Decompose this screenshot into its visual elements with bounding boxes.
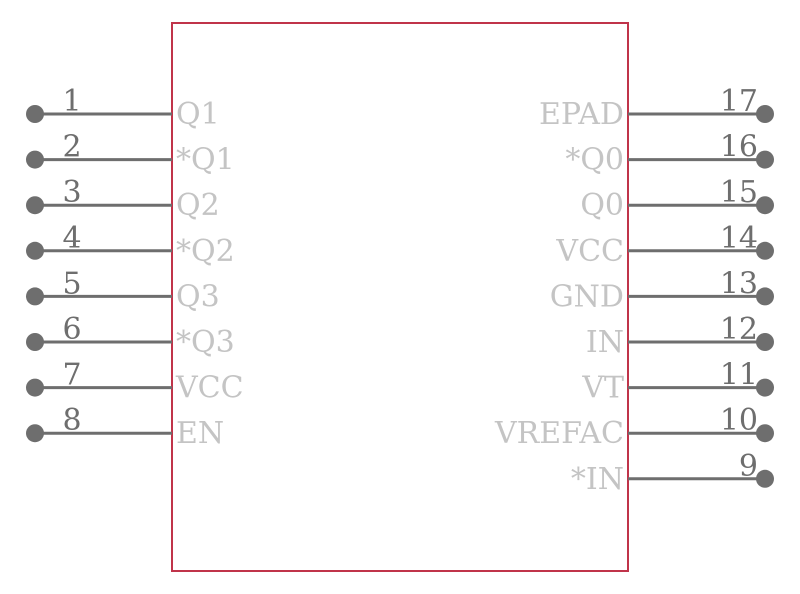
pin-14: 14 VCC: [555, 221, 774, 269]
pin-name-label: GND: [550, 279, 624, 314]
pin-number: 12: [720, 312, 758, 347]
pin-name-label: Q0: [580, 188, 624, 223]
pin-number: 11: [720, 358, 758, 393]
pin-number: 8: [62, 403, 81, 438]
pin-endpoint-dot: [26, 333, 44, 351]
pin-number: 6: [62, 312, 81, 347]
pin-name-label: *IN: [571, 462, 624, 497]
pin-5: 5 Q3: [26, 266, 220, 314]
pin-name-label: *Q2: [176, 234, 235, 269]
pin-number: 7: [62, 358, 81, 393]
pin-4: 4 *Q2: [26, 221, 235, 269]
pin-name-label: *Q1: [176, 143, 235, 178]
pin-name-label: VCC: [175, 371, 244, 406]
left-pin-group: 1 Q1 2 *Q1 3 Q2 4 *Q2 5 Q3 6 *Q3 7 VCC 8 EN: [26, 84, 244, 451]
pin-1: 1 Q1: [26, 84, 220, 132]
pin-number: 15: [720, 175, 758, 210]
pin-3: 3 Q2: [26, 175, 220, 223]
pin-endpoint-dot: [26, 196, 44, 215]
pin-name-label: VREFAC: [494, 416, 624, 451]
pin-name-label: VT: [581, 371, 624, 406]
pin-endpoint-dot: [756, 287, 774, 306]
pin-number: 10: [720, 403, 758, 438]
pin-6: 6 *Q3: [26, 312, 235, 360]
pin-16: 16 *Q0: [565, 130, 774, 178]
pin-number: 9: [739, 449, 758, 484]
pin-endpoint-dot: [756, 424, 774, 443]
pin-number: 14: [720, 221, 758, 256]
pin-endpoint-dot: [26, 150, 44, 169]
pin-endpoint-dot: [26, 241, 44, 260]
pin-endpoint-dot: [26, 378, 44, 397]
pin-endpoint-dot: [26, 287, 44, 306]
pin-endpoint-dot: [756, 105, 774, 123]
pin-number: 13: [720, 266, 758, 301]
pin-11: 11 VT: [581, 358, 774, 406]
pin-8: 8 EN: [26, 403, 224, 451]
pin-name-label: *Q0: [565, 143, 624, 178]
pin-endpoint-dot: [756, 469, 774, 488]
pin-name-label: EPAD: [539, 97, 624, 132]
pin-number: 5: [62, 266, 81, 301]
pin-name-label: Q2: [176, 188, 220, 223]
pin-endpoint-dot: [756, 150, 774, 169]
pin-10: 10 VREFAC: [494, 403, 774, 451]
pin-endpoint-dot: [26, 424, 44, 443]
pin-15: 15 Q0: [580, 175, 774, 223]
pin-13: 13 GND: [550, 266, 774, 314]
pin-12: 12 IN: [586, 312, 774, 360]
pin-name-label: *Q3: [176, 325, 235, 360]
pin-endpoint-dot: [26, 105, 44, 123]
pin-9: 9 *IN: [571, 449, 774, 497]
pin-2: 2 *Q1: [26, 130, 235, 178]
pin-endpoint-dot: [756, 378, 774, 397]
pin-endpoint-dot: [756, 333, 774, 351]
pin-name-label: IN: [586, 325, 624, 360]
right-pin-group: 17 EPAD 16 *Q0 15 Q0 14 VCC 13 GND 12 IN 11 VT 10 VREFA…: [494, 84, 774, 497]
pin-17: 17 EPAD: [539, 84, 774, 132]
pin-name-label: VCC: [555, 234, 624, 269]
pin-name-label: EN: [176, 416, 224, 451]
pin-number: 1: [62, 84, 81, 119]
pin-number: 2: [62, 130, 81, 165]
pin-endpoint-dot: [756, 196, 774, 215]
pin-number: 17: [720, 84, 758, 119]
pin-7: 7 VCC: [26, 358, 244, 406]
pin-endpoint-dot: [756, 241, 774, 260]
pin-number: 16: [720, 130, 758, 165]
pin-name-label: Q3: [176, 279, 220, 314]
pin-number: 3: [62, 175, 81, 210]
pin-name-label: Q1: [176, 97, 220, 132]
pin-number: 4: [62, 221, 81, 256]
